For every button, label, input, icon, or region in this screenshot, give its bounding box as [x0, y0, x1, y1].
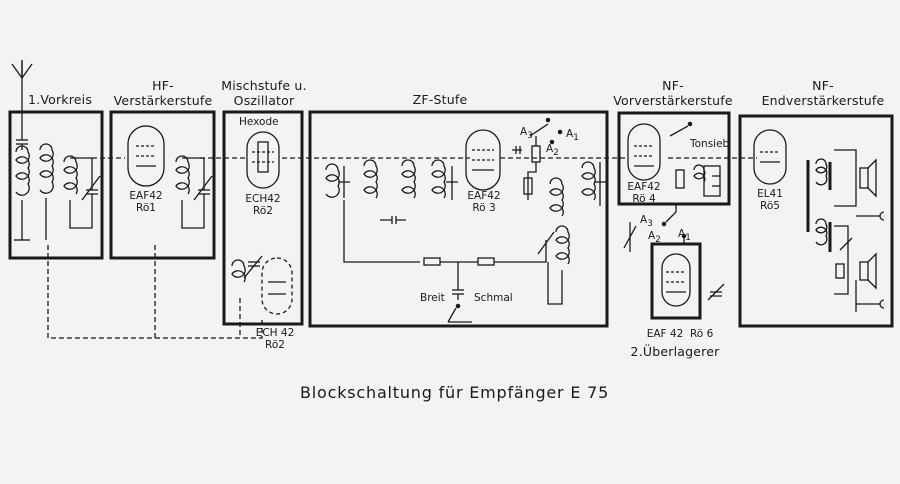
- nf-vor-circuit: [623, 121, 721, 252]
- breit-label: Breit: [420, 292, 445, 304]
- header-vorkreis: 1.Vorkreis: [28, 92, 93, 107]
- tube-type-ro3: EAF42: [467, 190, 501, 202]
- header-nf-end: NF- Endverstärkerstufe: [758, 78, 888, 108]
- header-hf: HF- Verstärkerstufe: [113, 78, 213, 108]
- header-nf-end-line1: NF-: [812, 78, 834, 93]
- box-hf: [109, 110, 216, 260]
- tube-id-ro1: Rö1: [136, 202, 156, 214]
- hexode-label: Hexode: [239, 116, 279, 128]
- tube-id-ro5: Rö5: [760, 200, 780, 212]
- hf-circuit: [127, 125, 213, 229]
- tube-id-ro2-osc: Rö2: [265, 339, 285, 351]
- header-hf-line1: HF-: [152, 78, 174, 93]
- schmal-label: Schmal: [474, 292, 513, 304]
- label-a3-zf: A3: [520, 126, 533, 142]
- tonsieb-label: Tonsieb: [690, 138, 730, 150]
- header-nf-vor-line2: Vorverstärkerstufe: [613, 93, 733, 108]
- tube-id-ro4: Rö 4: [632, 193, 656, 205]
- tube-type-ro2-osc: ECH 42: [255, 327, 295, 339]
- label-a2-zf: A2: [546, 143, 559, 159]
- box-ueberlagerer: [650, 242, 702, 320]
- box-misch: [222, 110, 304, 326]
- header-hf-line2: Verstärkerstufe: [113, 93, 213, 108]
- tube-type-ro4: EAF42: [627, 181, 661, 193]
- header-zf: ZF-Stufe: [412, 92, 468, 107]
- box-nf-end: [738, 114, 894, 328]
- vorkreis-circuit: [14, 112, 101, 241]
- tube-label-ro2: ECH42 Rö2: [240, 193, 286, 217]
- label-a3-nf: A3: [640, 214, 653, 230]
- nf-end-circuit: [753, 129, 885, 312]
- tube-label-ro6: EAF 42 Rö 6: [640, 328, 720, 340]
- tube-label-ro2-osc: ECH 42 Rö2: [248, 327, 302, 351]
- zf-circuit: [325, 117, 606, 323]
- signal-path: [47, 157, 757, 339]
- tube-label-ro1: EAF42 Rö1: [124, 190, 168, 214]
- header-nf-end-line2: Endverstärkerstufe: [761, 93, 885, 108]
- label-a1-zf: A1: [566, 128, 579, 144]
- tube-type-ro2: ECH42: [245, 193, 281, 205]
- tube-type-ro5: EL41: [757, 188, 783, 200]
- box-vorkreis: [8, 110, 104, 260]
- header-misch-line1: Mischstufe u.: [221, 78, 307, 93]
- tube-id-ro2: Rö2: [253, 205, 273, 217]
- label-a1-nf: A1: [678, 228, 691, 244]
- header-nf-vor-line1: NF-: [662, 78, 684, 93]
- diagram-caption: Blockschaltung für Empfänger E 75: [300, 383, 610, 402]
- ueberlagerer-circuit: [661, 233, 725, 307]
- tube-type-ro6: EAF 42: [646, 328, 684, 340]
- tube-type-ro1: EAF42: [129, 190, 163, 202]
- ueberlagerer-label: 2.Überlagerer: [630, 344, 720, 359]
- box-zf: [308, 110, 609, 328]
- tube-label-ro5: EL41 Rö5: [752, 188, 788, 212]
- header-misch-line2: Oszillator: [233, 93, 295, 108]
- antenna-symbol: [11, 60, 33, 112]
- tube-label-ro4: EAF42 Rö 4: [622, 181, 666, 205]
- tube-id-ro6: Rö 6: [689, 328, 714, 340]
- tube-label-ro3: EAF42 Rö 3: [462, 190, 506, 214]
- header-misch: Mischstufe u. Oszillator: [214, 78, 314, 108]
- tube-id-ro3: Rö 3: [472, 202, 496, 214]
- header-nf-vor: NF- Vorverstärkerstufe: [608, 78, 738, 108]
- misch-circuit: [231, 131, 293, 315]
- label-a2-nf: A2: [648, 230, 661, 246]
